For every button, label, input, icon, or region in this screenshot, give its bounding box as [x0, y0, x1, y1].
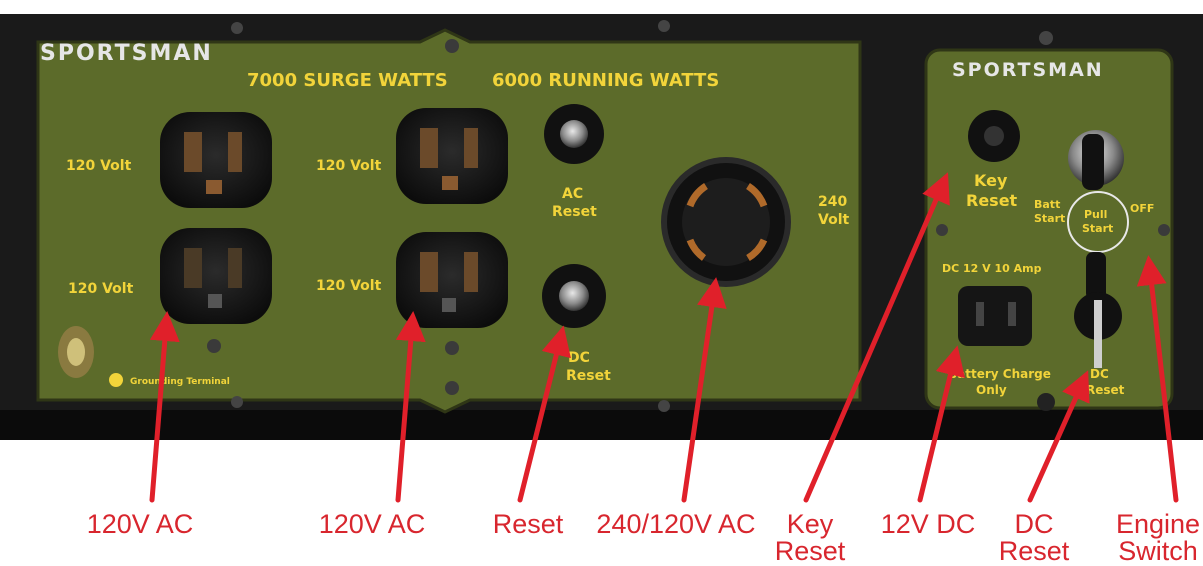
dc-outlet — [958, 286, 1032, 346]
surge-watts-label: 7000 SURGE WATTS — [247, 70, 448, 91]
side-panel: SPORTSMAN Key Reset Batt Start Pull Star… — [924, 31, 1174, 411]
dc-reset-label-line2: Reset — [1086, 383, 1125, 397]
main-panel: SPORTSMAN 7000 SURGE WATTS 6000 RUNNING … — [36, 20, 862, 414]
lower-reset-label-line2: Reset — [566, 368, 611, 384]
outlet-label-top-left: 120 Volt — [66, 158, 132, 174]
outlet-top-left — [160, 112, 272, 208]
battery-charge-label-line1: Battery Charge — [948, 367, 1051, 381]
arrow-12v-dc — [917, 345, 966, 503]
key-reset-label-line1: Key — [974, 171, 1008, 190]
outlet-top-middle — [396, 108, 508, 204]
arrow-engine-switch — [1136, 255, 1179, 503]
caption-dc-reset-line1: DC — [1015, 509, 1054, 539]
outlet-bottom-middle — [396, 232, 508, 328]
annotation-arrows — [149, 172, 1179, 503]
running-watts-label: 6000 RUNNING WATTS — [492, 70, 719, 91]
side-panel-brand: SPORTSMAN — [952, 59, 1104, 81]
dc-rating-label: DC 12 V 10 Amp — [942, 262, 1042, 275]
dc-reset-breaker — [1074, 252, 1122, 368]
outlet-label-top-middle: 120 Volt — [316, 158, 382, 174]
main-panel-brand: SPORTSMAN — [40, 41, 213, 66]
lower-reset-label-line1: DC — [568, 350, 590, 366]
caption-12v-dc: 12V DC — [881, 509, 976, 539]
ac-reset-label-line2: Reset — [552, 204, 597, 220]
caption-240-120v-ac: 240/120V AC — [596, 509, 755, 539]
annotation-captions: 120V AC 120V AC Reset 240/120V AC Key Re… — [87, 509, 1200, 566]
grounding-terminal — [58, 326, 123, 387]
caption-reset: Reset — [493, 509, 564, 539]
housing-bottom-shadow — [0, 410, 1203, 440]
caption-engine-switch-line2: Switch — [1118, 536, 1198, 566]
arrow-key-reset — [803, 172, 950, 503]
pull-start-label-line1: Pull — [1084, 208, 1107, 221]
caption-engine-switch-line1: Engine — [1116, 509, 1200, 539]
key-reset-label-line2: Reset — [966, 191, 1018, 210]
ac-reset-label-line1: AC — [562, 186, 583, 202]
lower-reset-breaker — [542, 264, 606, 328]
off-label: OFF — [1130, 202, 1154, 215]
arrow-reset — [517, 325, 571, 503]
outlet-label-bottom-middle: 120 Volt — [316, 278, 382, 294]
dc-reset-label-line1: DC — [1090, 367, 1109, 381]
twist-lock-outlet — [661, 157, 791, 287]
caption-120v-ac-left: 120V AC — [87, 509, 194, 539]
ac-reset-breaker — [544, 104, 604, 164]
grounding-terminal-label: Grounding Terminal — [130, 377, 230, 387]
batt-start-label-line2: Start — [1034, 212, 1065, 225]
twist-lock-label-line1: 240 — [818, 194, 847, 210]
batt-start-label-line1: Batt — [1034, 198, 1060, 211]
pull-start-label-line2: Start — [1082, 222, 1113, 235]
caption-120v-ac-middle: 120V AC — [319, 509, 426, 539]
arrow-dc-reset — [1027, 370, 1090, 503]
caption-key-reset-line1: Key — [787, 509, 834, 539]
twist-lock-label-line2: Volt — [818, 212, 849, 228]
battery-charge-label-line2: Only — [976, 383, 1007, 397]
outlet-label-bottom-left: 120 Volt — [68, 281, 134, 297]
arrow-120v-ac-left — [149, 311, 180, 503]
outlet-bottom-left — [160, 228, 272, 324]
key-reset-button — [968, 110, 1020, 162]
arrow-240-120v-ac — [681, 277, 727, 503]
caption-dc-reset-line2: Reset — [999, 536, 1070, 566]
arrow-120v-ac-middle — [395, 311, 426, 503]
caption-key-reset-line2: Reset — [775, 536, 846, 566]
housing-top-edge — [0, 0, 1203, 14]
